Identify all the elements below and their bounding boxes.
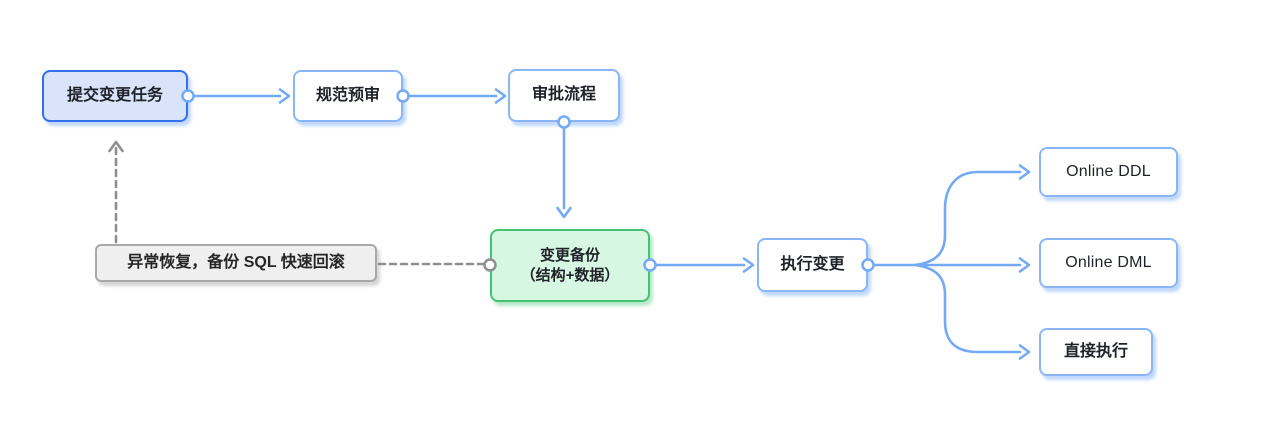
node-spec-pre-review[interactable]: 规范预审 <box>293 70 403 122</box>
node-change-backup[interactable]: 变更备份 （结构+数据） <box>490 229 650 302</box>
edge-approval-backup <box>556 126 572 219</box>
arrow-right-icon <box>278 88 291 104</box>
node-submit-label: 提交变更任务 <box>66 86 163 104</box>
node-submit-change-task[interactable]: 提交变更任务 <box>42 70 188 122</box>
arrow-up-icon <box>108 140 124 153</box>
node-review-label: 规范预审 <box>315 86 380 104</box>
arrow-right-icon <box>1018 344 1031 360</box>
node-approval-label: 审批流程 <box>531 86 596 104</box>
node-recovery-label: 异常恢复，备份 SQL 快速回滚 <box>127 253 345 271</box>
edge-submit-review <box>192 88 291 104</box>
edge-execute-online-dml <box>913 257 1031 273</box>
node-direct-execute-label: 直接执行 <box>1063 342 1128 360</box>
arrow-down-icon <box>556 206 572 219</box>
arrow-right-icon <box>1018 164 1031 180</box>
node-online-ddl-label: Online DDL <box>1066 162 1151 180</box>
edge-execute-online-ddl <box>913 164 1031 267</box>
edge-recovery-submit <box>108 140 124 244</box>
edge-execute-direct <box>913 263 1031 360</box>
node-backup-label-line2: （结构+数据） <box>520 266 620 284</box>
arrow-right-icon <box>742 257 755 273</box>
node-execute-label: 执行变更 <box>780 255 845 273</box>
node-direct-execute[interactable]: 直接执行 <box>1039 328 1153 376</box>
node-online-dml-label: Online DML <box>1065 253 1152 271</box>
node-approval-flow[interactable]: 审批流程 <box>508 69 620 122</box>
node-execute-change[interactable]: 执行变更 <box>757 238 868 292</box>
node-online-dml[interactable]: Online DML <box>1039 238 1178 288</box>
edge-backup-execute <box>654 257 755 273</box>
arrow-right-icon <box>494 88 507 104</box>
arrow-right-icon <box>1018 257 1031 273</box>
node-backup-label-line1: 变更备份 <box>539 247 600 264</box>
node-recovery-note[interactable]: 异常恢复，备份 SQL 快速回滚 <box>95 244 377 282</box>
node-online-ddl[interactable]: Online DDL <box>1039 147 1178 197</box>
edge-review-approval <box>407 88 507 104</box>
